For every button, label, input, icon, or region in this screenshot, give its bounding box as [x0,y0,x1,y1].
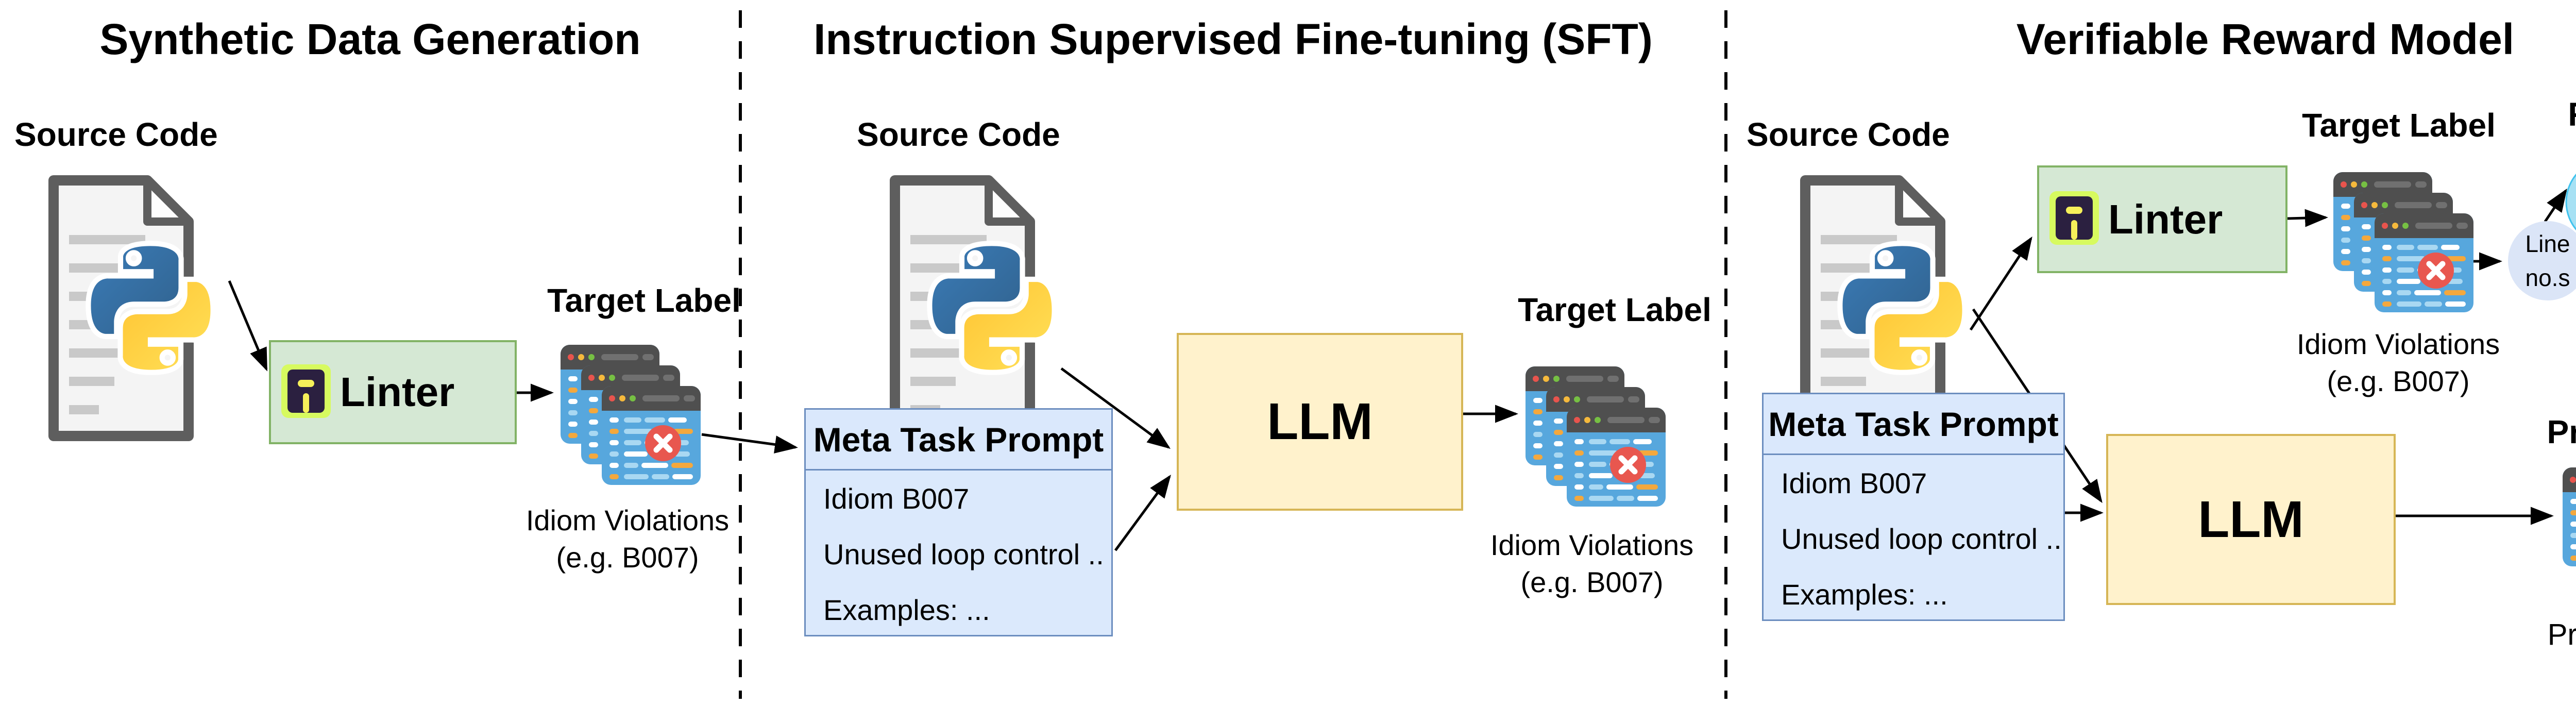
panel3-prediction-stack [2562,467,2576,608]
panel3-linter-box: Linter [2037,165,2287,273]
python-logo-icon [77,234,224,381]
panel3-target-violations-stack [2333,172,2474,313]
panel3-target-label: Target Label [2302,107,2496,144]
caption-line: Idiom Violations [1490,529,1694,561]
python-logo-icon [919,234,1065,381]
arrow-p3-linter-to-stack [2287,209,2328,227]
panel2-violations-caption: Idiom Violations (e.g. B007) [1463,527,1721,601]
error-x-icon [1610,447,1646,483]
panel1-violations-caption: Idiom Violations (e.g. B007) [499,502,756,576]
browser-window-icon [2563,467,2576,566]
panel3-reward-label: Reward [2524,95,2576,133]
panel3-source-code-label: Source Code [1747,116,1950,153]
panel1-linter-box: Linter [269,340,517,444]
caption-line: Violations [2521,651,2576,684]
error-x-icon [645,425,681,461]
panel3-violations-caption: Idiom Violations (e.g. B007) [2269,326,2527,400]
panel3-meta-task-prompt: Meta Task Prompt Idiom B007 Unused loop … [1762,393,2065,621]
python-file-icon [46,172,273,445]
caption-line: (e.g. B007) [1520,566,1664,598]
ruff-linter-icon [281,364,331,421]
panel3-title: Verifiable Reward Model [2016,15,2515,63]
arrow-p2-meta-to-llm [1114,474,1171,551]
browser-window-icon [1567,408,1666,507]
panel3-prediction-label: Prediction [2547,413,2576,450]
meta-prompt-line: Examples: ... [823,593,990,626]
panel2-target-label: Target Label [1518,291,1711,328]
meta-prompt-line: Examples: ... [1781,578,1948,611]
meta-prompt-line: Idiom B007 [823,482,970,515]
meta-prompt-line: Unused loop control .. [823,538,1104,570]
meta-prompt-line: Unused loop control .. [1781,522,2062,555]
browser-window-icon [2375,213,2473,312]
caption-line: (e.g. B007) [2327,365,2470,397]
error-x-icon [2418,253,2454,289]
panel2-title: Instruction Supervised Fine-tuning (SFT) [814,15,1653,63]
caption-line: (e.g. B007) [556,541,699,574]
browser-window-icon [602,386,701,485]
panel3-prediction-caption: Predicted B007 Violations [2521,618,2576,684]
panel1-target-label: Target Label [547,282,741,319]
arrow-p1-stack-to-p2-meta [701,433,798,454]
panel2-source-code-label: Source Code [857,116,1060,153]
panel2-meta-task-prompt: Meta Task Prompt Idiom B007 Unused loop … [804,408,1113,636]
target-line-numbers-chip: Line no.s [2508,221,2576,300]
ruff-linter-icon [2049,191,2099,247]
panel1-title: Synthetic Data Generation [99,15,641,63]
panel2-llm-box: LLM [1177,333,1463,511]
python-file-icon [888,172,1114,445]
meta-prompt-header: Meta Task Prompt [1764,394,2063,455]
arrow-p3-line-nos-to-venn [2544,188,2567,223]
python-logo-icon [1829,234,1976,381]
panel1-source-code-label: Source Code [14,116,218,153]
chip-line: Line [2525,230,2570,257]
chip-line: no.s [2525,264,2570,291]
meta-prompt-line: Idiom B007 [1781,466,1927,499]
meta-prompt-header: Meta Task Prompt [806,410,1111,471]
caption-line: Idiom Violations [526,504,730,536]
panel1-violations-stack [560,344,701,485]
panel2-violations-stack [1525,366,1666,507]
arrow-p3-source-to-linter [1969,236,2032,331]
panel1-linter-label: Linter [340,369,455,415]
caption-line: Idiom Violations [2296,328,2500,360]
arrow-p2-source-to-llm [1060,367,1171,449]
caption-line: Predicted B007 [2547,618,2576,651]
arrow-p1-source-to-linter [228,280,268,372]
panel3-llm-box: LLM [2106,434,2396,605]
panel3-linter-label: Linter [2108,196,2223,242]
